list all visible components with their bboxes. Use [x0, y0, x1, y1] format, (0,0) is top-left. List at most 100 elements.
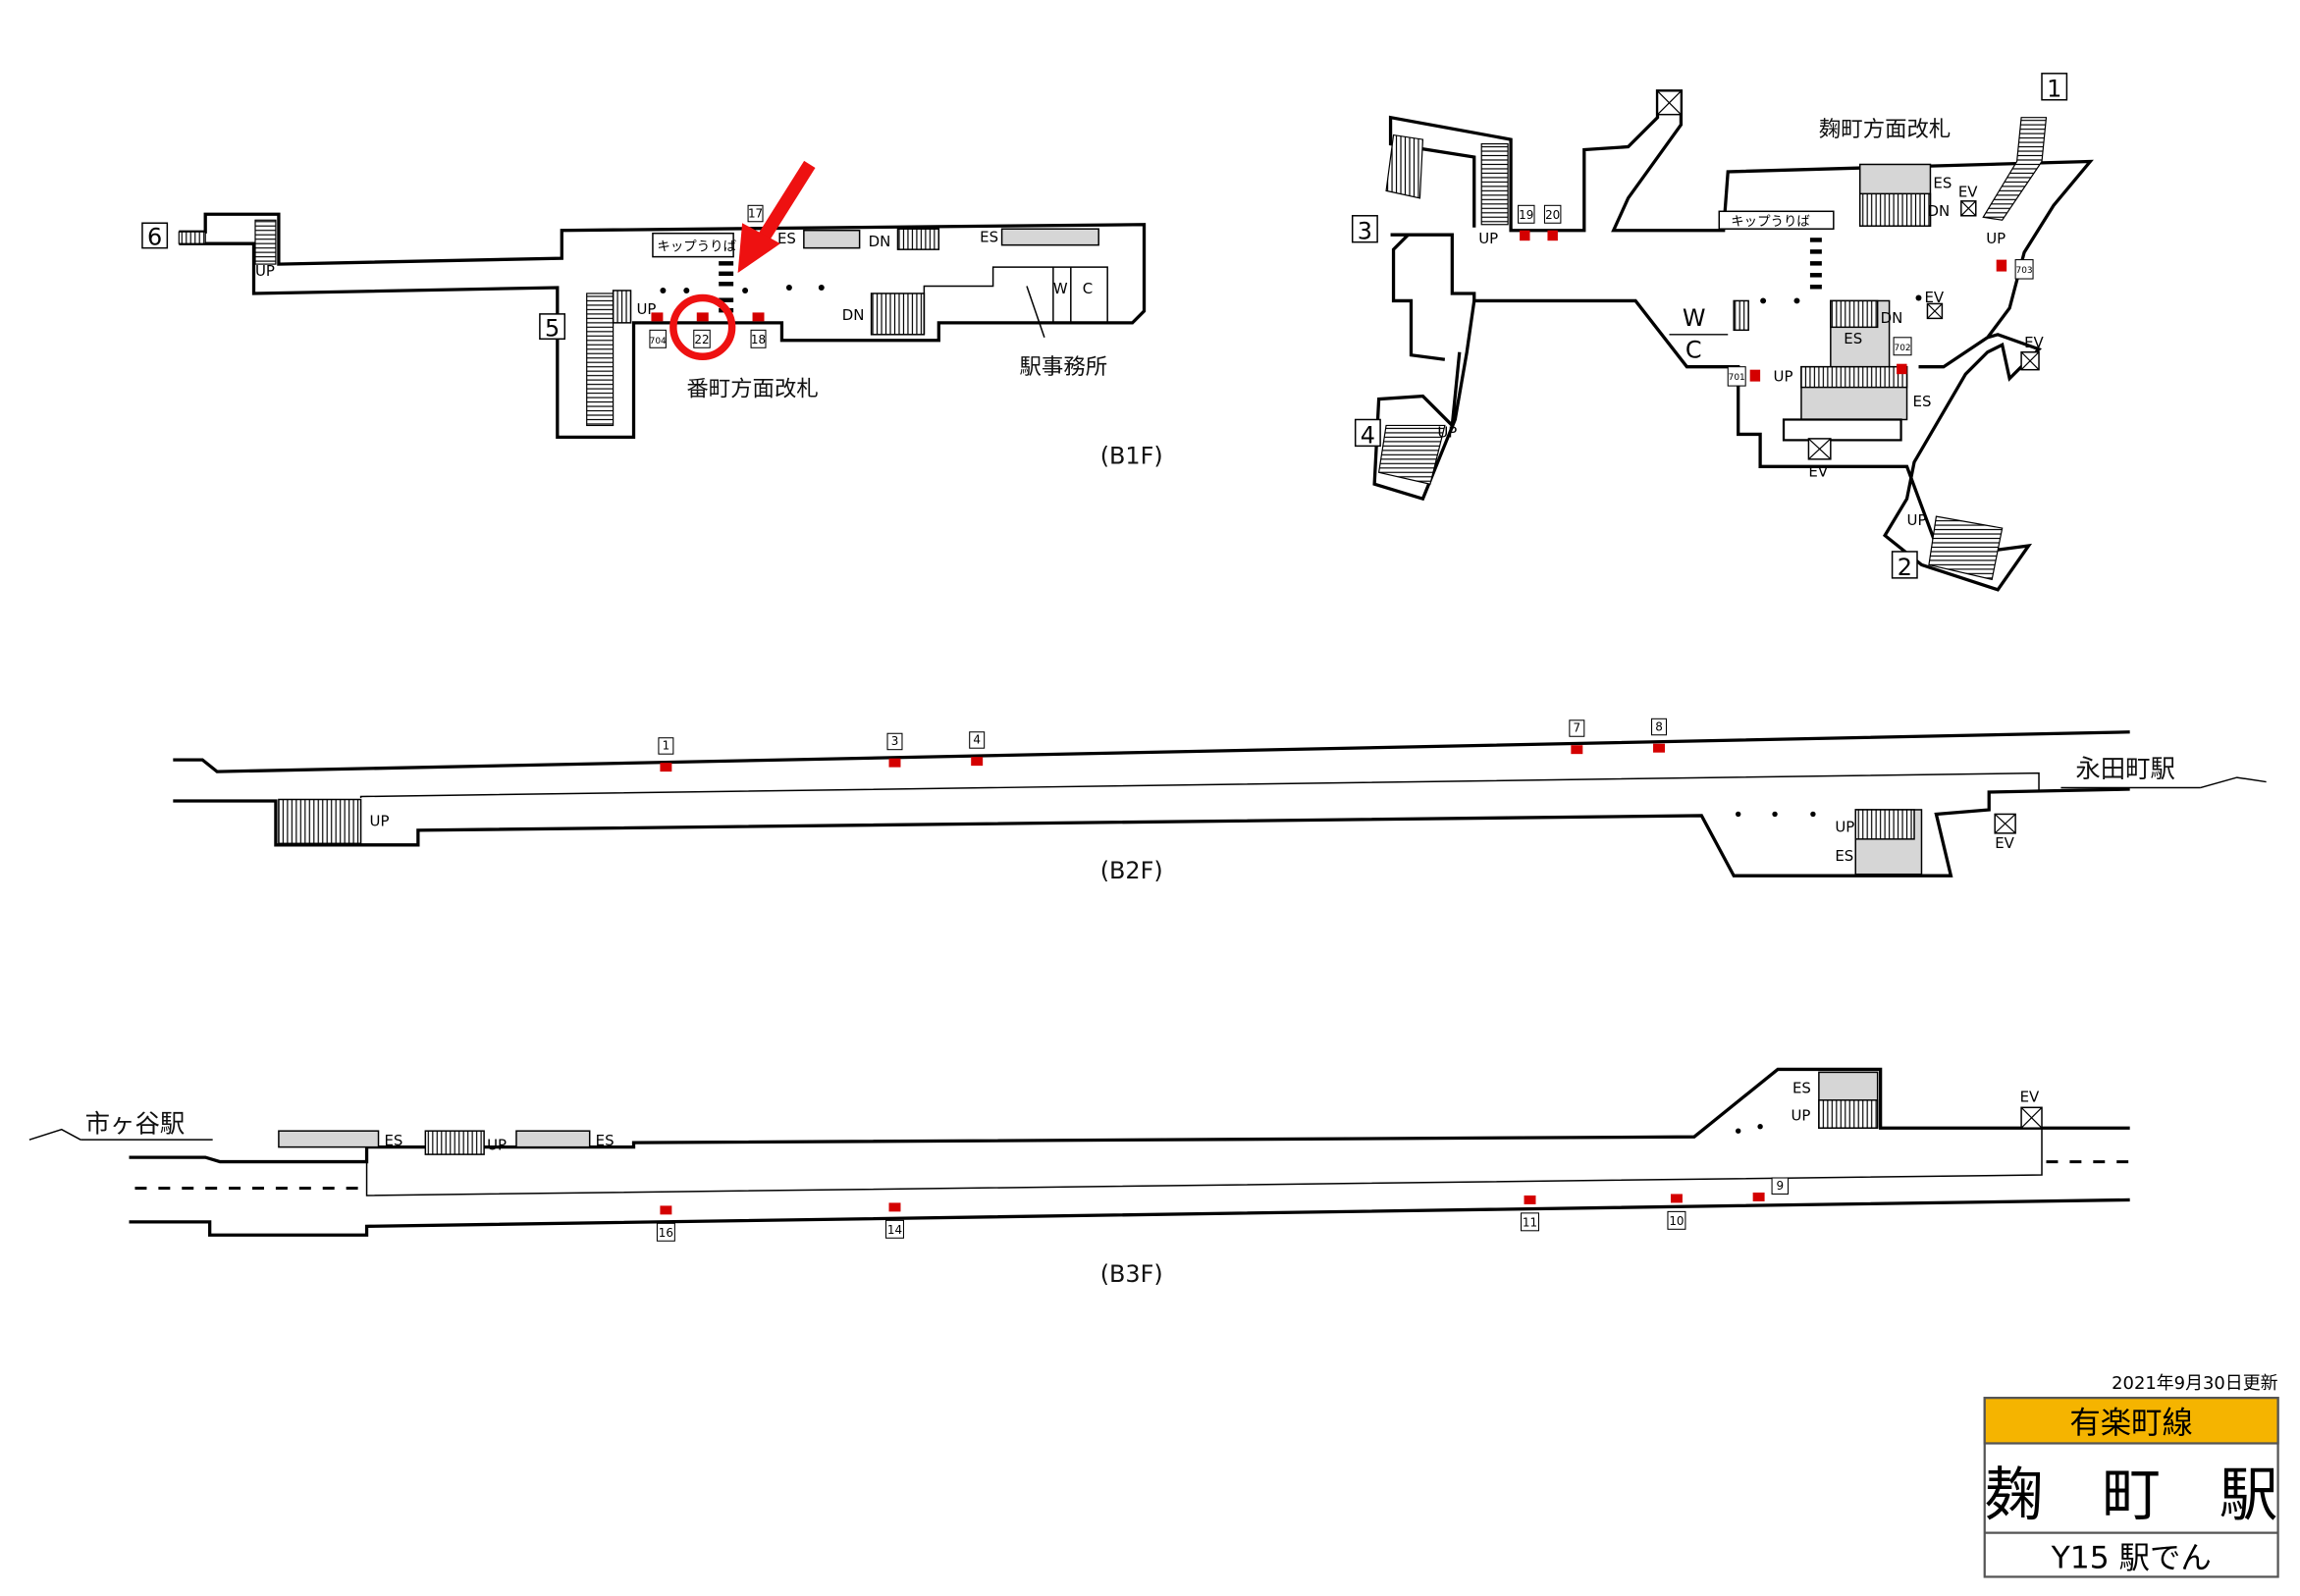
location-number-703: 703: [2016, 266, 2033, 276]
exit-4-stairs: [1377, 424, 1446, 485]
up-label: UP: [1835, 818, 1854, 835]
updated-date: 2021年9月30日更新: [2112, 1373, 2278, 1394]
location-marker-702: [1897, 363, 1907, 375]
stairs-down: [1858, 192, 1932, 227]
exit-6-label: 6: [147, 224, 162, 251]
up-label: UP: [1986, 230, 2006, 247]
location-marker-704: [651, 312, 664, 322]
escalator: [1000, 228, 1099, 246]
exit-3-label: 3: [1358, 218, 1372, 245]
stairs: [1480, 142, 1509, 226]
stairs: [612, 290, 632, 324]
east-gate-label: 麹町方面改札: [1819, 117, 1951, 142]
exit-2-label: 2: [1898, 554, 1912, 581]
adjacent-station-nagatacho: 永田町駅: [2075, 754, 2175, 783]
up-label: UP: [255, 262, 275, 280]
down-label: DN: [1927, 202, 1950, 220]
b1f-west-concourse: 6 5 キップうりば ES DN ES DN UP UP W C 駅事務所 番町…: [141, 160, 1163, 469]
exit-5-badge: [539, 313, 566, 341]
escalator-label: ES: [1933, 174, 1952, 191]
exit-4-label: 4: [1361, 421, 1375, 449]
location-marker-4: [971, 757, 984, 767]
escalator-label: ES: [1835, 847, 1853, 865]
escalator-label: ES: [777, 230, 796, 247]
line-color-band: [1983, 1397, 2279, 1445]
floor-label-b2f: (B2F): [1100, 857, 1163, 884]
b1f-east-concourse: 19 20 703 702 701 1 2 3 4 麹町方面改札 キップうりば …: [1351, 73, 2094, 592]
exit-5-stairs: [586, 293, 615, 427]
location-number-16: 16: [659, 1226, 673, 1240]
location-number-704: 704: [650, 337, 667, 346]
exit-3-stairs: [1385, 133, 1424, 199]
location-marker-16: [660, 1205, 672, 1215]
stairs-up: [1800, 365, 1908, 389]
stairs-down: [870, 293, 926, 336]
line-name: 有楽町線: [2069, 1406, 2192, 1441]
location-number-8: 8: [1655, 719, 1663, 733]
station-name: 麹 町 駅: [1985, 1463, 2278, 1530]
stairs-up: [278, 798, 362, 845]
toilet-c-label: C: [1685, 337, 1702, 364]
escalator-label: ES: [980, 229, 998, 246]
elevator-label: EV: [1808, 463, 1828, 481]
down-label: DN: [869, 233, 891, 250]
escalator-label: ES: [1913, 393, 1932, 410]
location-number-7: 7: [1574, 721, 1581, 735]
location-number-10: 10: [1669, 1214, 1684, 1228]
up-label: UP: [1791, 1107, 1810, 1125]
location-number-4: 4: [973, 733, 981, 747]
stairs-up: [424, 1130, 485, 1155]
exit-2-stairs: [1928, 515, 2004, 581]
stairs-up: [1818, 1099, 1879, 1129]
escalator: [803, 229, 861, 249]
b3f-platform: ES UP ES ES UP EV 市ヶ谷駅 16 14 11 10 9 (B3…: [28, 1067, 2130, 1288]
location-marker-7: [1571, 745, 1583, 755]
elevator-label: EV: [1924, 289, 1944, 306]
exit-6-stairs: [178, 231, 206, 244]
location-number-22: 22: [694, 333, 709, 346]
escalator-label: ES: [384, 1132, 402, 1149]
escalator-label: ES: [596, 1132, 615, 1149]
toilet-w-label: W: [1053, 280, 1068, 297]
location-marker-10: [1670, 1194, 1683, 1203]
location-number-14: 14: [887, 1223, 902, 1237]
location-marker-19: [1520, 230, 1530, 241]
up-label: UP: [1478, 230, 1498, 247]
up-label: UP: [487, 1137, 507, 1154]
location-number-3: 3: [891, 734, 899, 748]
location-number-11: 11: [1523, 1215, 1537, 1229]
location-number-18: 18: [751, 333, 766, 346]
down-label: DN: [1881, 309, 1903, 327]
toilet-c-label: C: [1083, 280, 1093, 297]
location-marker-3: [888, 758, 901, 768]
elevator-label: EV: [1995, 834, 2014, 852]
up-label: UP: [1907, 511, 1927, 529]
location-marker-703: [1996, 259, 2007, 272]
ticket-sales-label-west: キップうりば: [657, 239, 736, 255]
exit-6-badge: [141, 222, 169, 249]
b2f-platform: UP UP ES EV 永田町駅 1 3 4 7 8 (B2F): [173, 718, 2267, 884]
location-number-19: 19: [1519, 208, 1533, 222]
up-label: UP: [637, 300, 657, 318]
stairs-up: [1854, 809, 1915, 840]
up-label: UP: [1774, 368, 1793, 386]
floor-label-b3f: (B3F): [1100, 1260, 1163, 1288]
highlight-circle: [669, 293, 736, 360]
escalator-label: ES: [1844, 330, 1862, 347]
station-code-footer: Y15 駅でん: [2051, 1540, 2212, 1575]
escalator-label: ES: [1792, 1079, 1811, 1096]
adjacent-station-ichigaya: 市ヶ谷駅: [85, 1109, 186, 1139]
location-marker-9: [1752, 1192, 1765, 1201]
elevator-label: EV: [1958, 183, 1978, 200]
location-marker-11: [1524, 1195, 1536, 1204]
ticket-sales-label-east: キップうりば: [1731, 214, 1810, 230]
elevator-label: EV: [2024, 334, 2044, 351]
location-marker-20: [1547, 230, 1558, 241]
elevator-label: EV: [2020, 1088, 2040, 1105]
location-number-17: 17: [748, 206, 763, 220]
toilet-w-label: W: [1683, 304, 1706, 332]
exit-1-stairs: [1982, 117, 2048, 221]
location-number-9: 9: [1776, 1179, 1784, 1193]
location-number-702: 702: [1895, 344, 1911, 353]
